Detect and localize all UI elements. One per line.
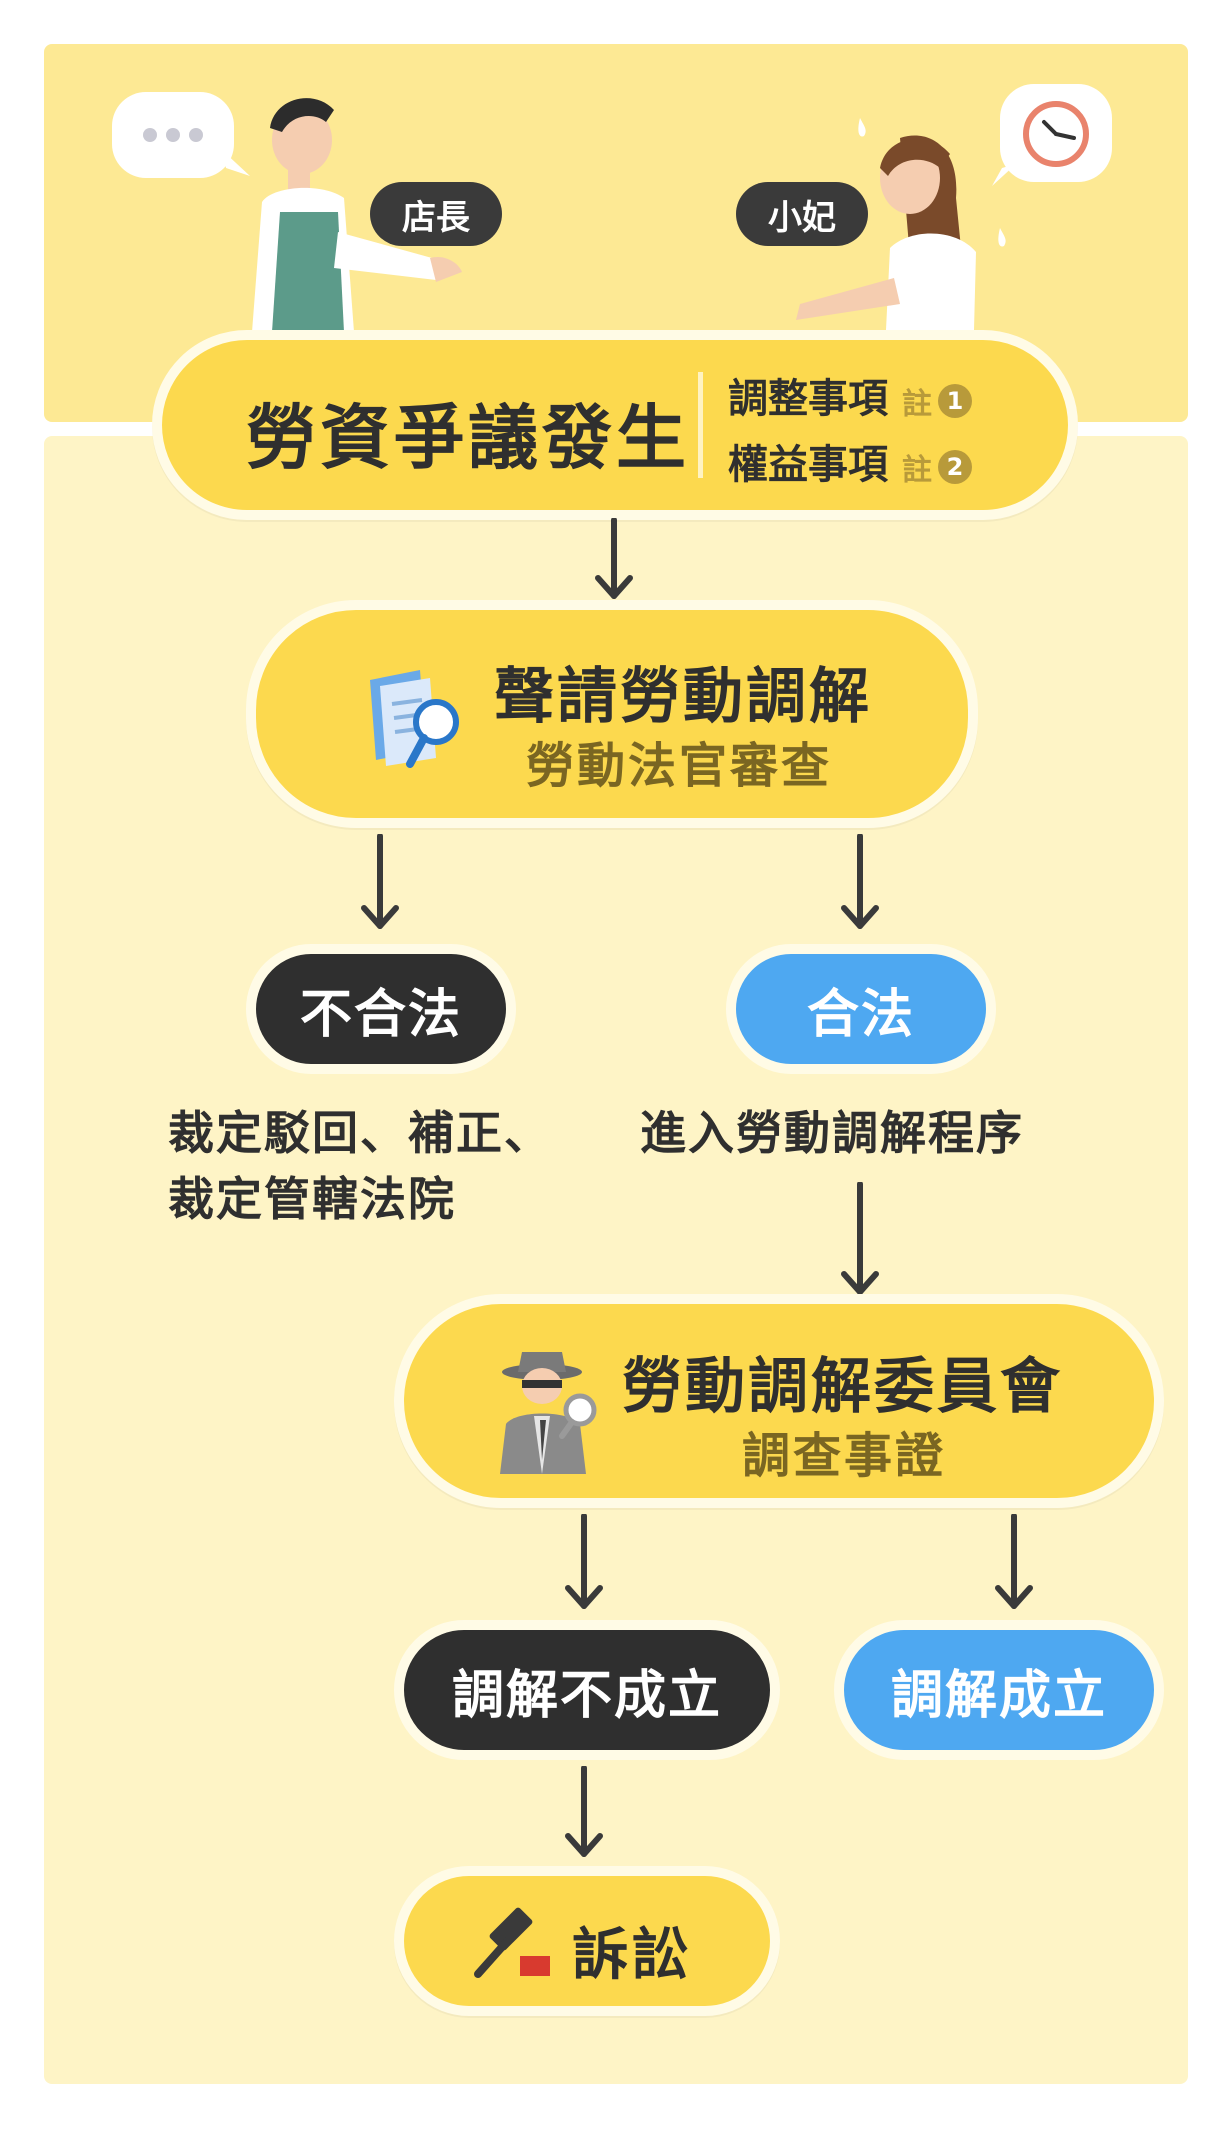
store-manager-tag: 店長 <box>370 182 502 246</box>
apply-subtitle: 勞動法官審查 <box>526 738 833 794</box>
legal-result-text: 進入勞動調解程序 <box>640 1106 1024 1160</box>
illegal-result-line-1: 裁定駁回、補正、 <box>168 1106 552 1160</box>
store-manager-icon <box>252 98 462 332</box>
clock-icon <box>992 164 1016 186</box>
lawsuit-label: 訴訟 <box>572 1923 692 1988</box>
adjustment-label: 調整事項 <box>728 376 888 422</box>
illegal-node: 不合法 <box>246 944 516 1074</box>
arrow-down-icon <box>841 1182 879 1295</box>
note-number-2: 2 <box>938 450 972 484</box>
apply-title: 聲請勞動調解 <box>494 662 872 732</box>
note-number-1: 1 <box>938 384 972 418</box>
employee-woman-icon <box>796 118 1006 330</box>
dispute-title: 勞資爭議發生 <box>246 397 690 479</box>
dispute-divider <box>698 372 703 478</box>
document-search-icon <box>370 670 459 768</box>
arrow-down-icon <box>361 834 399 929</box>
legal-node: 合法 <box>726 944 996 1074</box>
arrow-down-icon <box>565 1514 603 1609</box>
note-label-2: 註 <box>902 453 932 488</box>
arrow-down-icon <box>565 1766 603 1857</box>
illegal-result-text: 裁定駁回、補正、 裁定管轄法院 <box>168 1100 552 1232</box>
mediation-success-node: 調解成立 <box>834 1620 1164 1760</box>
lawsuit-node: 訴訟 <box>394 1866 780 2016</box>
detective-icon <box>500 1352 597 1474</box>
speech-bubble-left <box>112 92 234 178</box>
illegal-result-line-2: 裁定管轄法院 <box>168 1172 456 1226</box>
speech-bubble-left-tail <box>222 150 250 176</box>
mediation-committee-node: 勞動調解委員會 調查事證 <box>394 1294 1164 1508</box>
committee-title: 勞動調解委員會 <box>622 1352 1063 1422</box>
arrow-down-icon <box>995 1514 1033 1609</box>
gavel-icon <box>474 1907 550 1978</box>
rights-label: 權益事項 <box>728 442 888 488</box>
arrow-down-icon <box>841 834 879 929</box>
apply-mediation-node: 聲請勞動調解 勞動法官審查 <box>246 600 978 828</box>
note-label-1: 註 <box>902 387 932 422</box>
speech-bubble-right <box>1000 84 1112 182</box>
committee-subtitle: 調查事證 <box>742 1428 947 1484</box>
mediation-failed-node: 調解不成立 <box>394 1620 780 1760</box>
arrow-down-icon <box>595 518 633 599</box>
employee-tag: 小妃 <box>736 182 868 246</box>
